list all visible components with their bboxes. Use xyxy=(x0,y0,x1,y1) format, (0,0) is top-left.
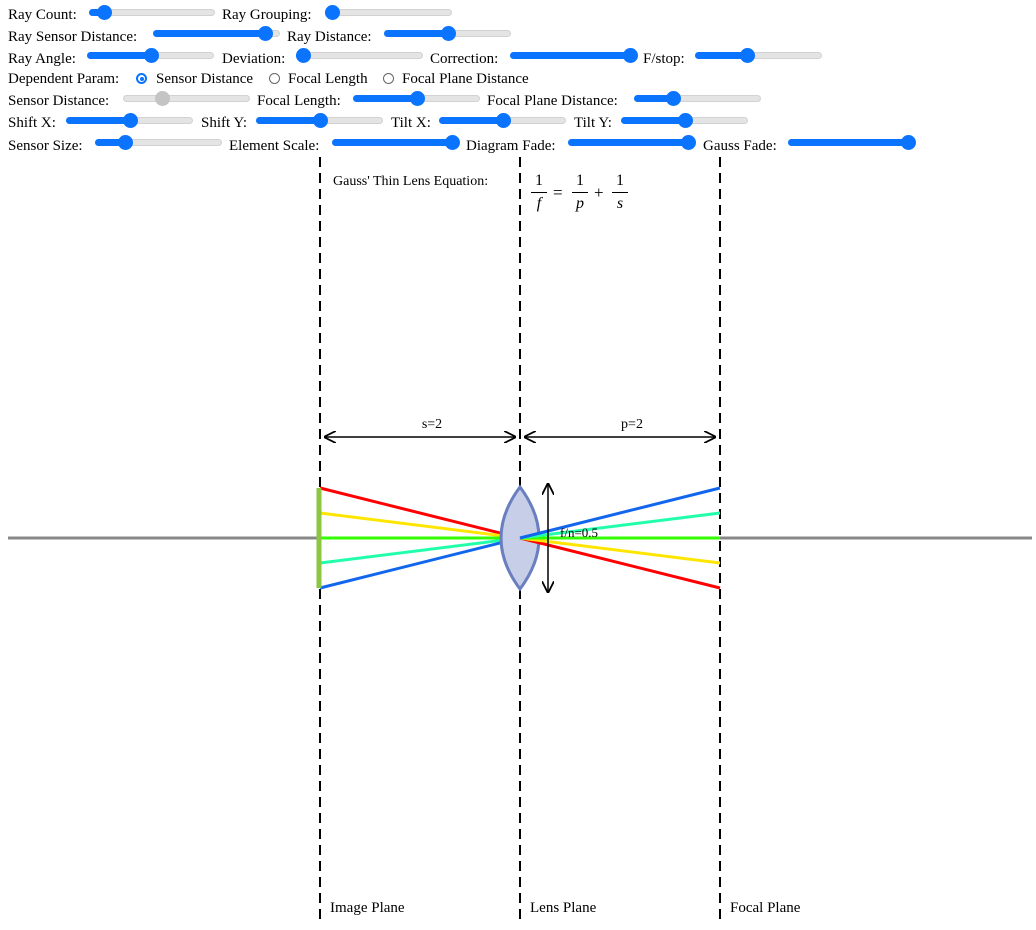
element-scale-label: Element Scale: xyxy=(229,138,320,154)
slider-thumb[interactable] xyxy=(312,113,328,128)
shift-y-slider[interactable] xyxy=(256,111,383,129)
ray-yellow xyxy=(319,511,521,540)
frac-1-s: 1 s xyxy=(612,172,628,213)
slider-thumb xyxy=(154,91,170,106)
gauss-fade-slider[interactable] xyxy=(788,133,916,151)
tilt-y-label: Tilt Y: xyxy=(574,115,612,131)
ray-cyan-out xyxy=(519,511,721,540)
equals-sign: = xyxy=(553,183,563,202)
ray-angle-label: Ray Angle: xyxy=(8,51,76,67)
slider-thumb[interactable] xyxy=(296,48,311,63)
radio-focal-length[interactable] xyxy=(269,73,280,84)
dependent-param-label: Dependent Param: xyxy=(8,71,120,87)
frac-1-p-num: 1 xyxy=(576,172,584,189)
frac-1-f-den: f xyxy=(536,195,542,212)
ray-red xyxy=(319,486,521,540)
ray-angle-slider[interactable] xyxy=(87,46,214,64)
shift-x-slider[interactable] xyxy=(66,111,193,129)
correction-slider[interactable] xyxy=(510,46,638,64)
shift-y-label: Shift Y: xyxy=(201,115,247,131)
tilt-y-slider[interactable] xyxy=(621,111,748,129)
sensor-size-slider[interactable] xyxy=(95,133,222,151)
lens-plane-label: Lens Plane xyxy=(530,900,597,916)
slider-thumb[interactable] xyxy=(740,48,756,63)
diagram-fade-label: Diagram Fade: xyxy=(466,138,556,154)
ray-yellow-out xyxy=(519,536,721,565)
fn-label: f/n=0.5 xyxy=(560,525,598,540)
tilt-x-label: Tilt X: xyxy=(391,115,431,131)
image-plane-label: Image Plane xyxy=(330,900,405,916)
radio-sensor-distance[interactable] xyxy=(136,73,147,84)
ray-count-slider[interactable] xyxy=(89,3,215,21)
ray-cyan xyxy=(319,536,521,565)
slider-thumb[interactable] xyxy=(495,113,511,128)
focal-plane-distance-label: Focal Plane Distance: xyxy=(487,93,618,109)
element-scale-slider[interactable] xyxy=(332,133,460,151)
correction-label: Correction: xyxy=(430,51,499,67)
gauss-fade-label: Gauss Fade: xyxy=(703,138,777,154)
slider-thumb[interactable] xyxy=(440,26,456,41)
focal-plane-distance-slider[interactable] xyxy=(634,89,761,107)
radio-focal-plane-distance-label[interactable]: Focal Plane Distance xyxy=(402,71,529,87)
slider-thumb[interactable] xyxy=(681,135,696,150)
slider-thumb[interactable] xyxy=(258,26,274,41)
slider-thumb[interactable] xyxy=(677,113,693,128)
ray-sensor-distance-label: Ray Sensor Distance: xyxy=(8,29,138,45)
frac-1-p-den: p xyxy=(576,195,584,212)
equation-label: Gauss' Thin Lens Equation: xyxy=(333,174,488,189)
frac-1-f: 1 f xyxy=(531,172,547,213)
diagram-fade-slider[interactable] xyxy=(568,133,696,151)
focal-plane-label: Focal Plane xyxy=(730,900,801,916)
deviation-label: Deviation: xyxy=(222,51,286,67)
frac-1-s-den: s xyxy=(616,195,624,212)
tilt-x-slider[interactable] xyxy=(439,111,566,129)
slider-thumb[interactable] xyxy=(117,135,133,150)
radio-sensor-distance-label[interactable]: Sensor Distance xyxy=(156,71,254,87)
lens-element xyxy=(499,484,541,592)
radio-focal-length-label[interactable]: Focal Length xyxy=(288,71,368,87)
fstop-slider[interactable] xyxy=(695,46,822,64)
slider-thumb[interactable] xyxy=(665,91,681,106)
ray-blue xyxy=(319,536,521,590)
plus-sign: + xyxy=(594,183,604,202)
slider-thumb[interactable] xyxy=(409,91,425,106)
sensor-distance-slider xyxy=(123,89,250,107)
slider-thumb[interactable] xyxy=(122,113,138,128)
ray-blue-out xyxy=(519,486,721,540)
sensor-distance-label: Sensor Distance: xyxy=(8,93,110,109)
shift-x-label: Shift X: xyxy=(8,115,56,131)
frac-1-f-num: 1 xyxy=(535,172,543,189)
ray-red-out xyxy=(519,536,721,590)
slider-thumb[interactable] xyxy=(325,5,340,20)
fstop-label: F/stop: xyxy=(643,51,685,67)
ray-grouping-slider[interactable] xyxy=(325,3,452,21)
ray-distance-slider[interactable] xyxy=(384,24,511,42)
slider-thumb[interactable] xyxy=(901,135,916,150)
focal-length-slider[interactable] xyxy=(353,89,480,107)
ray-sensor-distance-slider[interactable] xyxy=(153,24,280,42)
p-label: p=2 xyxy=(621,417,643,432)
slider-thumb[interactable] xyxy=(623,48,638,63)
focal-length-label: Focal Length: xyxy=(257,93,341,109)
ray-count-label: Ray Count: xyxy=(8,7,77,23)
sensor-size-label: Sensor Size: xyxy=(8,138,83,154)
ray-grouping-label: Ray Grouping: xyxy=(222,7,312,23)
deviation-slider[interactable] xyxy=(296,46,423,64)
slider-thumb[interactable] xyxy=(96,5,112,20)
s-label: s=2 xyxy=(422,417,442,432)
radio-focal-plane-distance[interactable] xyxy=(383,73,394,84)
frac-1-s-num: 1 xyxy=(616,172,624,189)
slider-thumb[interactable] xyxy=(445,135,460,150)
slider-thumb[interactable] xyxy=(143,48,159,63)
frac-1-p: 1 p xyxy=(572,172,588,213)
ray-distance-label: Ray Distance: xyxy=(287,29,372,45)
